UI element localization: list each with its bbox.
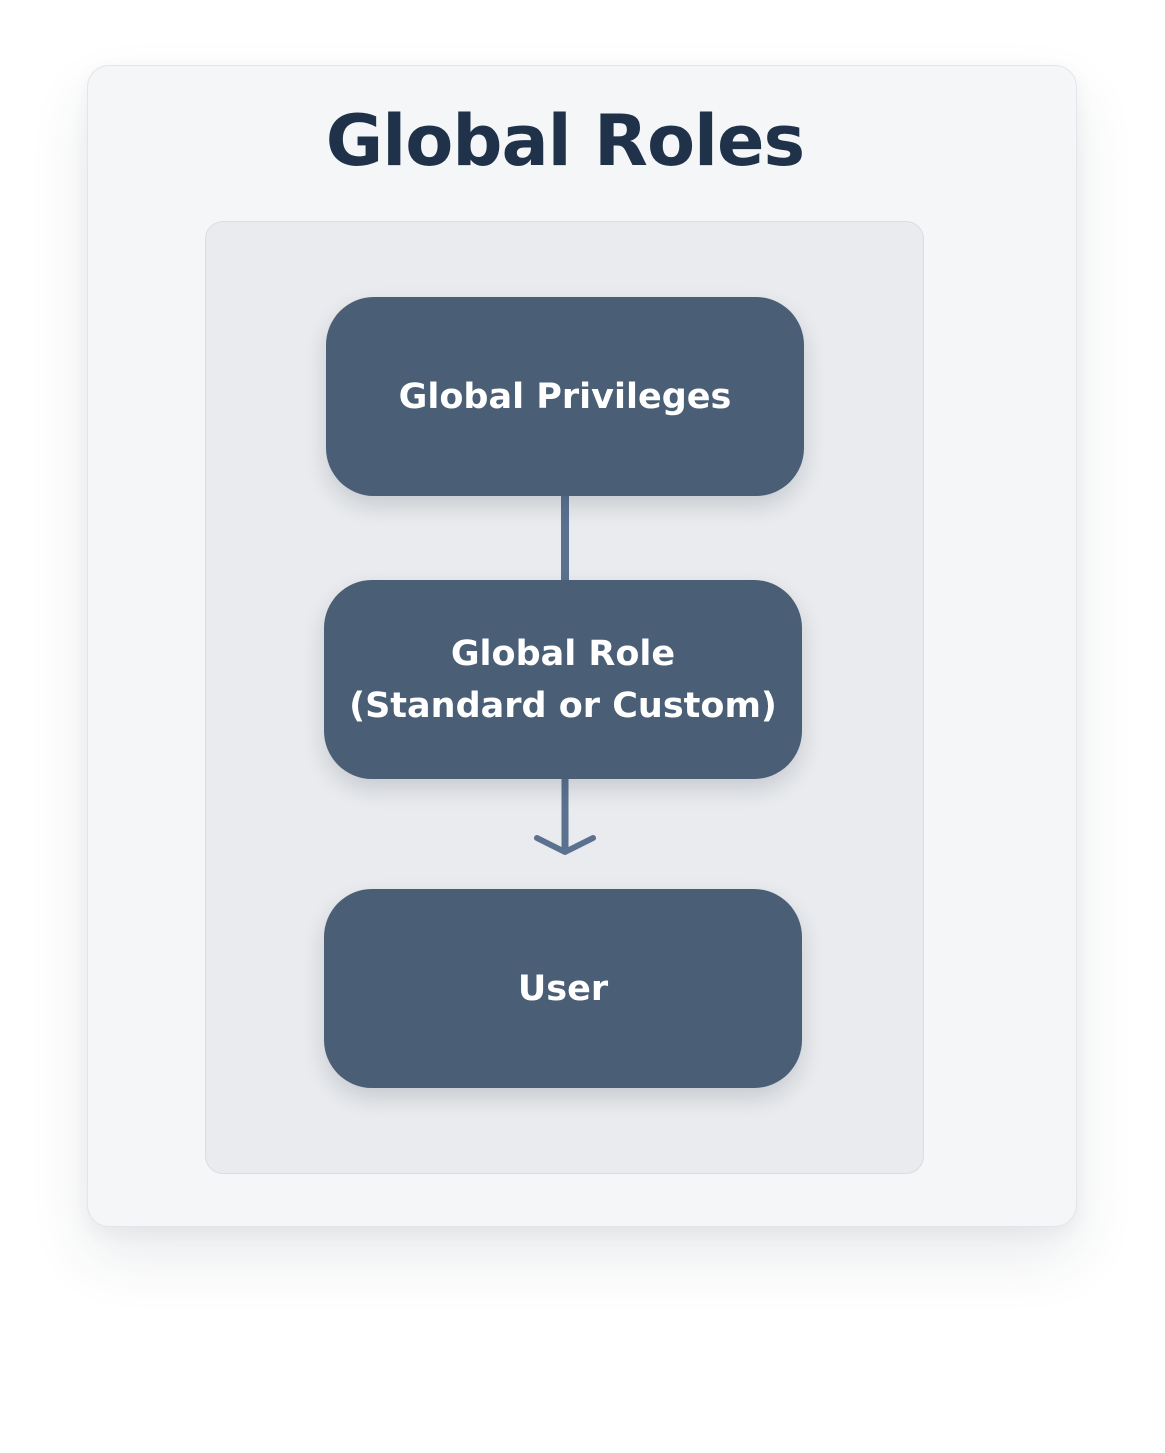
node-label: Global Privileges: [398, 376, 732, 417]
node-sublabel: (Standard or Custom): [349, 685, 777, 726]
node-label: User: [517, 968, 609, 1009]
node-user: User: [324, 889, 802, 1088]
node-label: Global Role: [450, 633, 676, 674]
node-global-privileges: Global Privileges: [326, 297, 804, 496]
node-global-role: Global Role (Standard or Custom): [324, 580, 802, 779]
diagram-title: Global Roles: [325, 100, 805, 182]
